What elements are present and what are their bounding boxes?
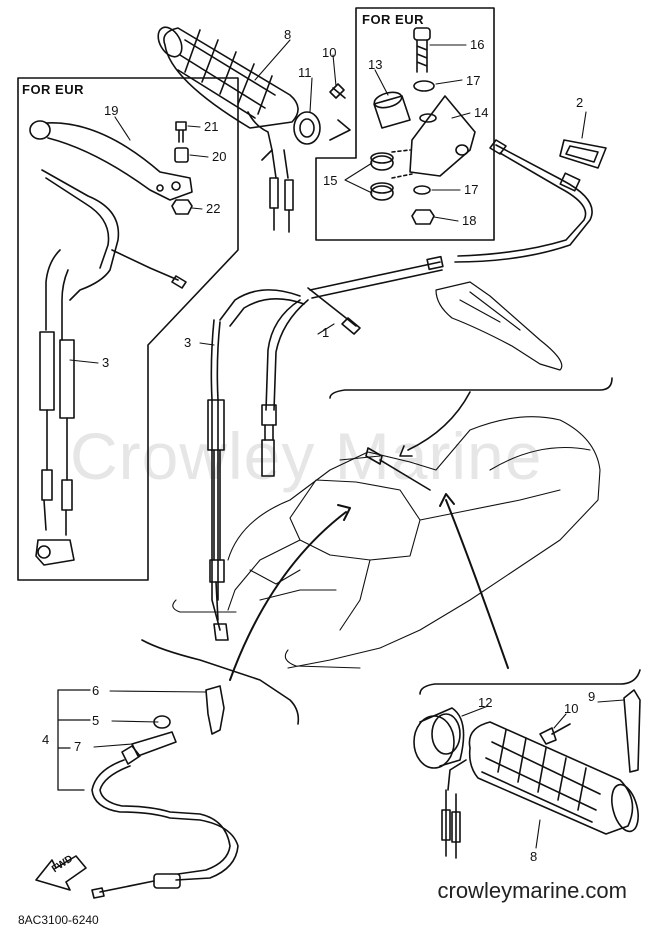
callout-20: 20 bbox=[212, 149, 227, 164]
bracket-lower-right bbox=[419, 669, 641, 695]
eur-box-top-right bbox=[315, 7, 495, 241]
callout-18: 18 bbox=[462, 213, 477, 228]
throttle-housing bbox=[435, 281, 563, 371]
arrow-to-sled-top bbox=[407, 391, 471, 451]
callout-16: 16 bbox=[470, 37, 485, 52]
callout-10-top: 10 bbox=[322, 45, 337, 60]
callout-12: 12 bbox=[478, 695, 493, 710]
arrow-lower-left bbox=[229, 511, 347, 681]
callout-bracket-4 bbox=[57, 689, 91, 791]
grip-collar bbox=[293, 111, 321, 145]
callout-13: 13 bbox=[368, 57, 383, 72]
screw-top bbox=[329, 83, 346, 99]
grip-lower bbox=[413, 689, 641, 859]
eur-box-left bbox=[17, 77, 239, 581]
cable-upper-right bbox=[454, 139, 607, 263]
site-url: crowleymarine.com bbox=[437, 878, 628, 903]
eur-label-left: FOR EUR bbox=[22, 82, 84, 97]
callout-10-low: 10 bbox=[564, 701, 579, 716]
callout-21: 21 bbox=[204, 119, 219, 134]
leader-lines bbox=[69, 39, 625, 849]
callout-1: 1 bbox=[322, 325, 330, 340]
callout-11: 11 bbox=[298, 65, 312, 80]
callout-4: 4 bbox=[42, 732, 50, 747]
callout-2: 2 bbox=[576, 95, 584, 110]
callout-3-left: 3 bbox=[102, 355, 110, 370]
callout-8-low: 8 bbox=[530, 849, 538, 864]
callout-9: 9 bbox=[588, 689, 596, 704]
fwd-arrow-icon bbox=[35, 855, 87, 891]
callout-15: 15 bbox=[323, 173, 338, 188]
callout-5: 5 bbox=[92, 713, 100, 728]
callout-14: 14 bbox=[474, 105, 489, 120]
grip-top bbox=[157, 26, 299, 233]
parts-top-right bbox=[329, 27, 476, 225]
callout-7: 7 bbox=[74, 739, 82, 754]
diagram-code: 8AC3100-6240 bbox=[18, 913, 99, 927]
callout-17-low: 17 bbox=[464, 182, 479, 197]
eur-label-top-right: FOR EUR bbox=[362, 12, 424, 27]
callout-6: 6 bbox=[92, 683, 100, 698]
bracket-top bbox=[329, 377, 613, 399]
bracket-lower-left bbox=[141, 639, 300, 725]
callout-3-center: 3 bbox=[184, 335, 192, 350]
brake-lever bbox=[29, 120, 193, 215]
snowmobile bbox=[172, 416, 601, 669]
callout-19: 19 bbox=[104, 103, 119, 118]
arrow-lower-right bbox=[445, 499, 509, 669]
cable-left bbox=[35, 169, 187, 566]
kill-switch-cable bbox=[91, 685, 239, 899]
throttle-cable bbox=[207, 255, 444, 641]
callout-22: 22 bbox=[206, 201, 221, 216]
callout-8-top: 8 bbox=[284, 27, 292, 42]
callout-17-top: 17 bbox=[466, 73, 481, 88]
